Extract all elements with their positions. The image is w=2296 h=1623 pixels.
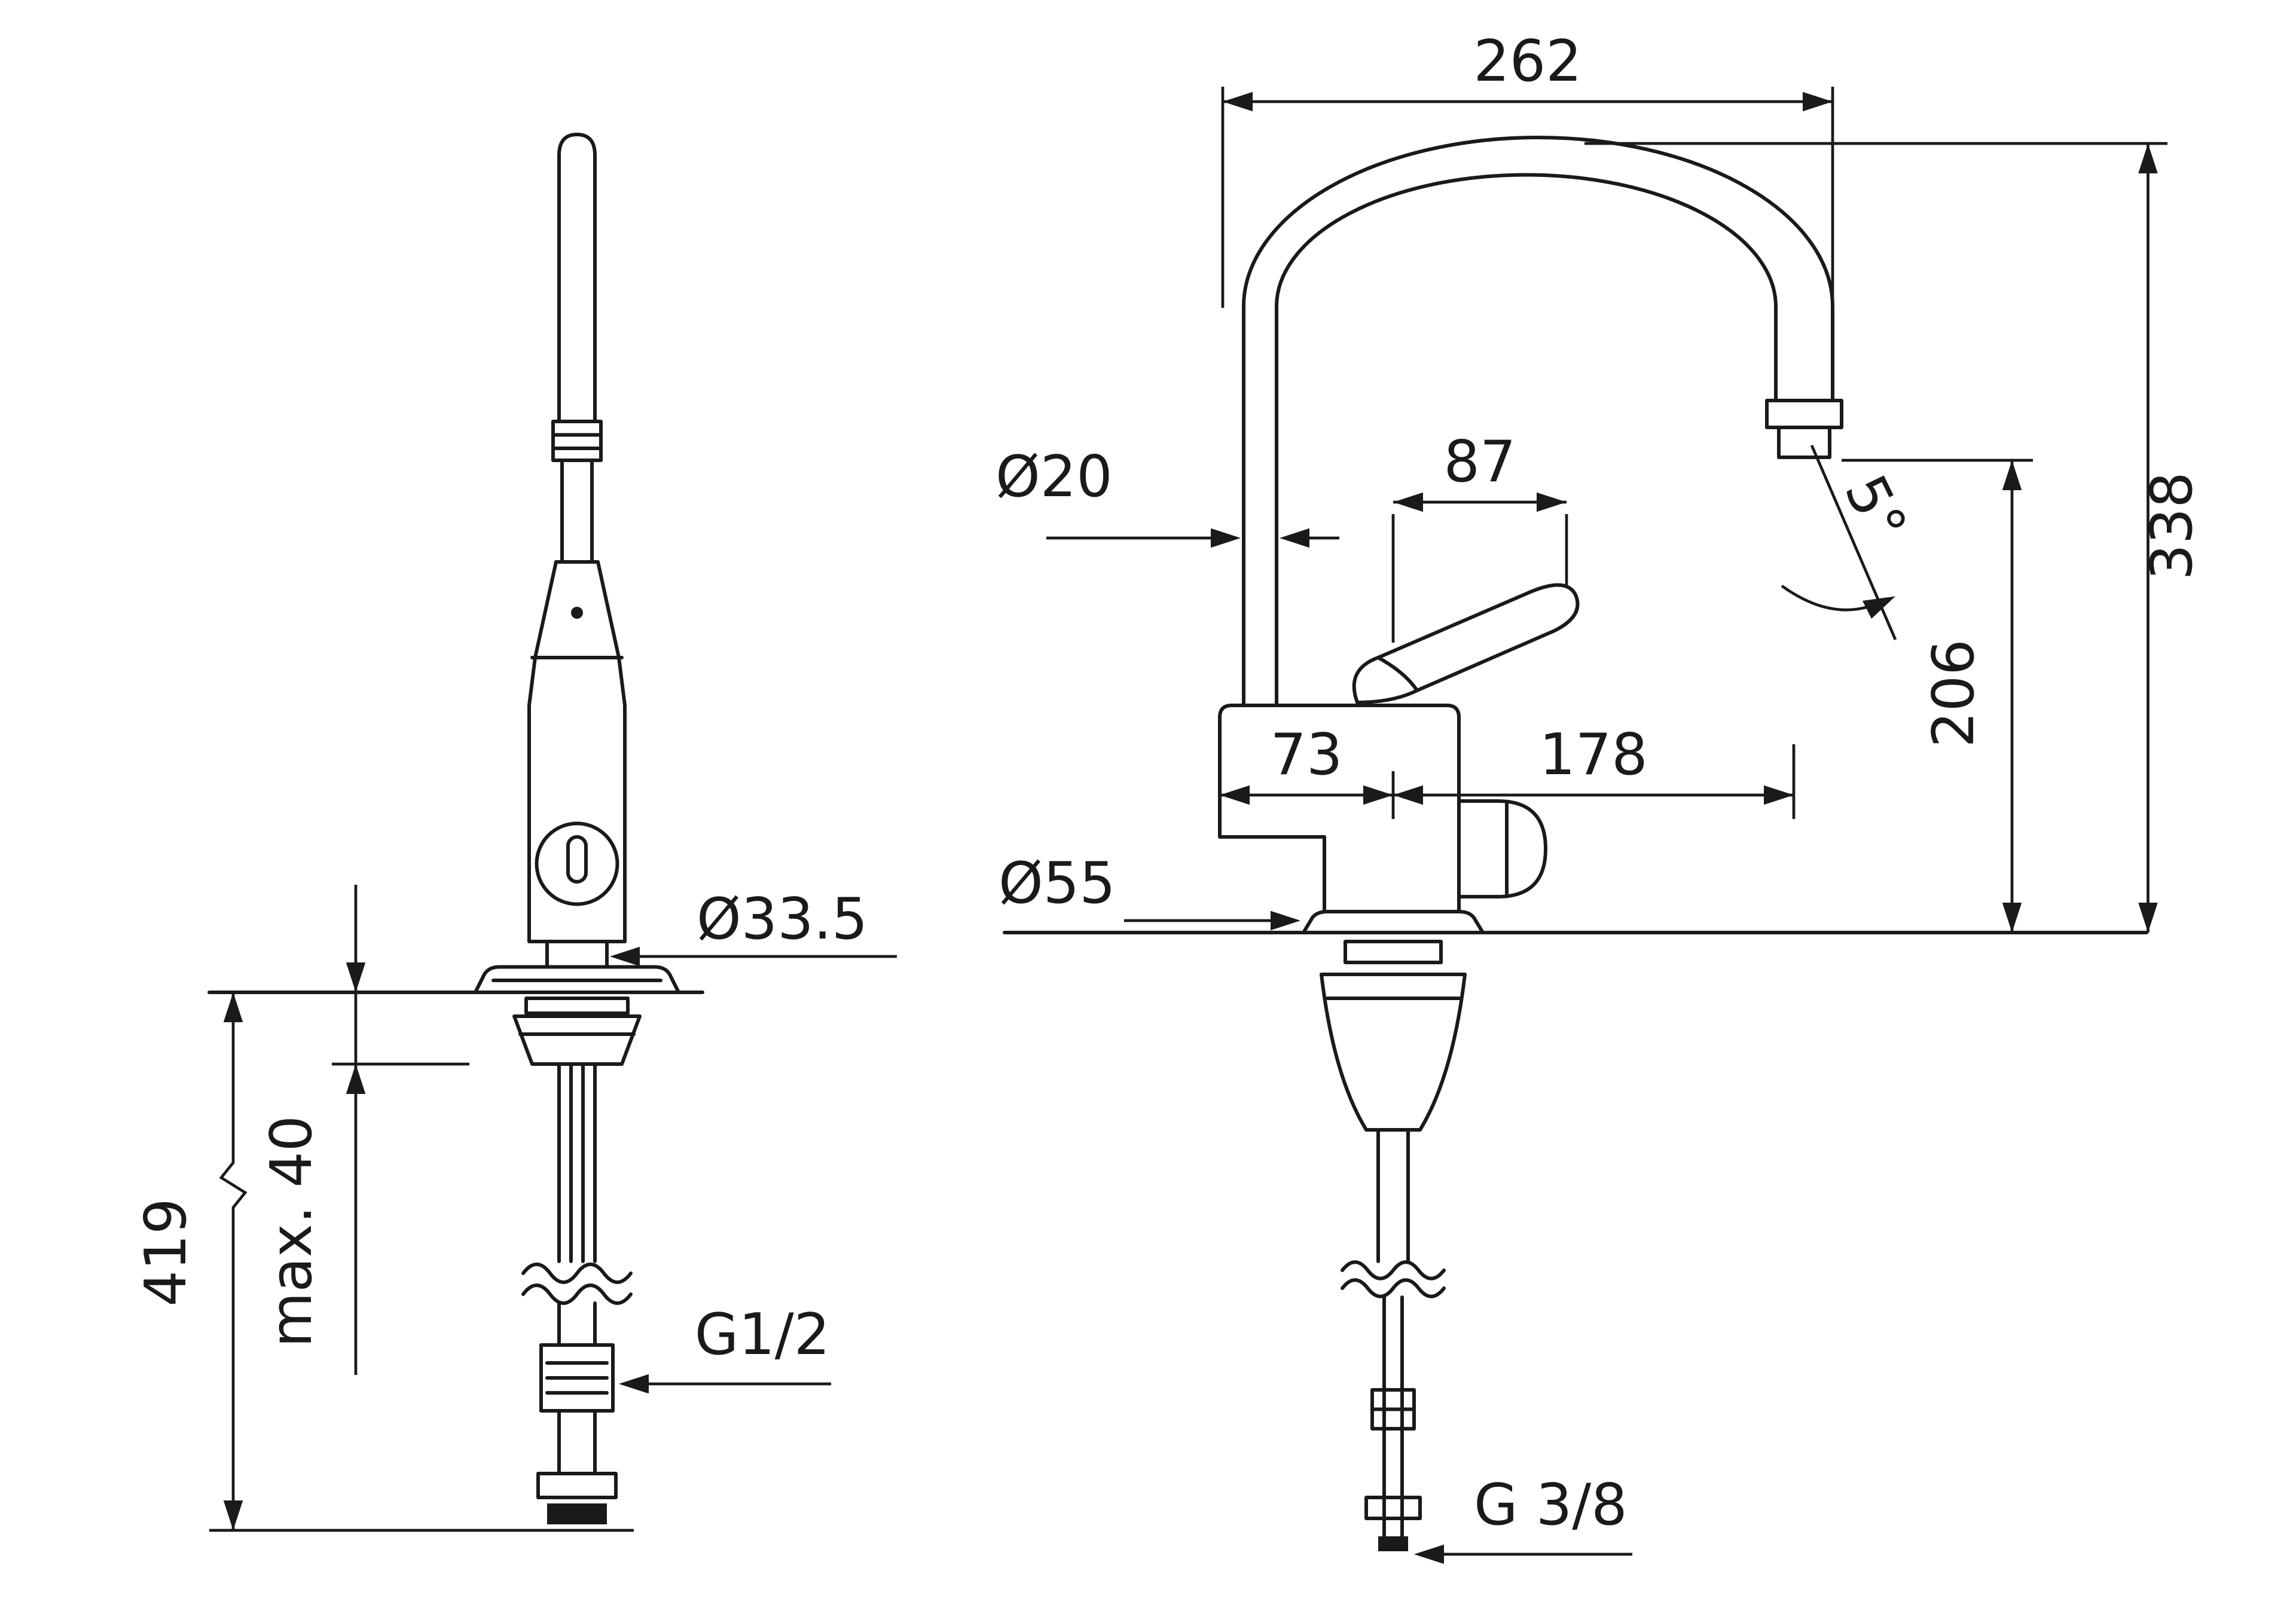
dimension-inlet-thread: G1/2 [619,1302,831,1394]
side-view [207,133,704,1524]
front-body [1218,704,1461,839]
dimension-handle-length: 87 [1391,429,1568,643]
dim-outlet-height-label: 206 [1921,639,1987,747]
dimensions-front-view: 262 338 206 5° [996,29,2205,1564]
front-mounting-cone [1320,973,1467,1132]
side-base-flange [474,965,680,994]
dimension-max-deck-thickness: max. 40 [259,885,469,1375]
dim-spout-reach-label: 262 [1473,29,1581,94]
dimension-body-offsets: 73 178 [1220,722,1796,819]
front-spout-outlet [1765,399,1843,429]
side-bottom-nut [547,1503,607,1524]
side-inlet-thread-collar [539,1343,615,1413]
dimension-hose-thread: G 3/8 [1414,1472,1632,1564]
dimension-spout-reach: 262 [1221,29,1834,308]
side-spout-tube [557,133,597,423]
front-side-valve [1457,799,1547,898]
dim-body-offset-label: 73 [1271,722,1343,788]
dim-inlet-thread-label: G1/2 [695,1302,831,1368]
dimensions-side-view: Ø33.5 max. 40 419 G1/2 [133,885,897,1532]
front-spout-outer [1242,136,1834,707]
dim-base-diameter-label: Ø55 [999,851,1116,916]
side-lever-medallion [535,821,619,906]
front-hose-end [1378,1536,1408,1551]
side-spout-collar [551,420,603,462]
dimension-base-diameter: Ø55 [999,851,1300,931]
front-break-lines [1341,1260,1446,1280]
front-handle-lever [1352,583,1580,704]
side-break-lines [521,1263,633,1284]
dimension-outlet-angle: 5° [1781,445,1919,640]
dim-max-deck-label: max. 40 [259,1115,325,1347]
dimension-outlet-height: 206 [1842,459,2033,933]
dimension-supply-length: 419 [133,992,634,1532]
front-spout-inner [1275,173,1778,707]
dimension-total-height: 338 [1584,142,2205,933]
dimension-spout-diameter: Ø20 [996,444,1339,548]
dim-outlet-angle-label: 5° [1831,465,1919,552]
side-lever-toggle [566,835,588,884]
dim-outlet-offset-label: 178 [1539,722,1647,788]
side-mounting-clamp [512,1014,642,1066]
dimension-shank-diameter: Ø33.5 [610,887,897,967]
dim-shank-diameter-label: Ø33.5 [697,887,868,952]
sensor-dot [571,607,583,619]
dim-handle-length-label: 87 [1444,429,1516,495]
front-base-flange [1302,910,1485,934]
dim-supply-length-label: 419 [133,1198,199,1306]
dim-total-height-label: 338 [2139,472,2205,580]
dim-spout-diameter-label: Ø20 [996,444,1113,510]
dim-hose-thread-label: G 3/8 [1474,1472,1628,1538]
front-view [1003,136,2148,1551]
